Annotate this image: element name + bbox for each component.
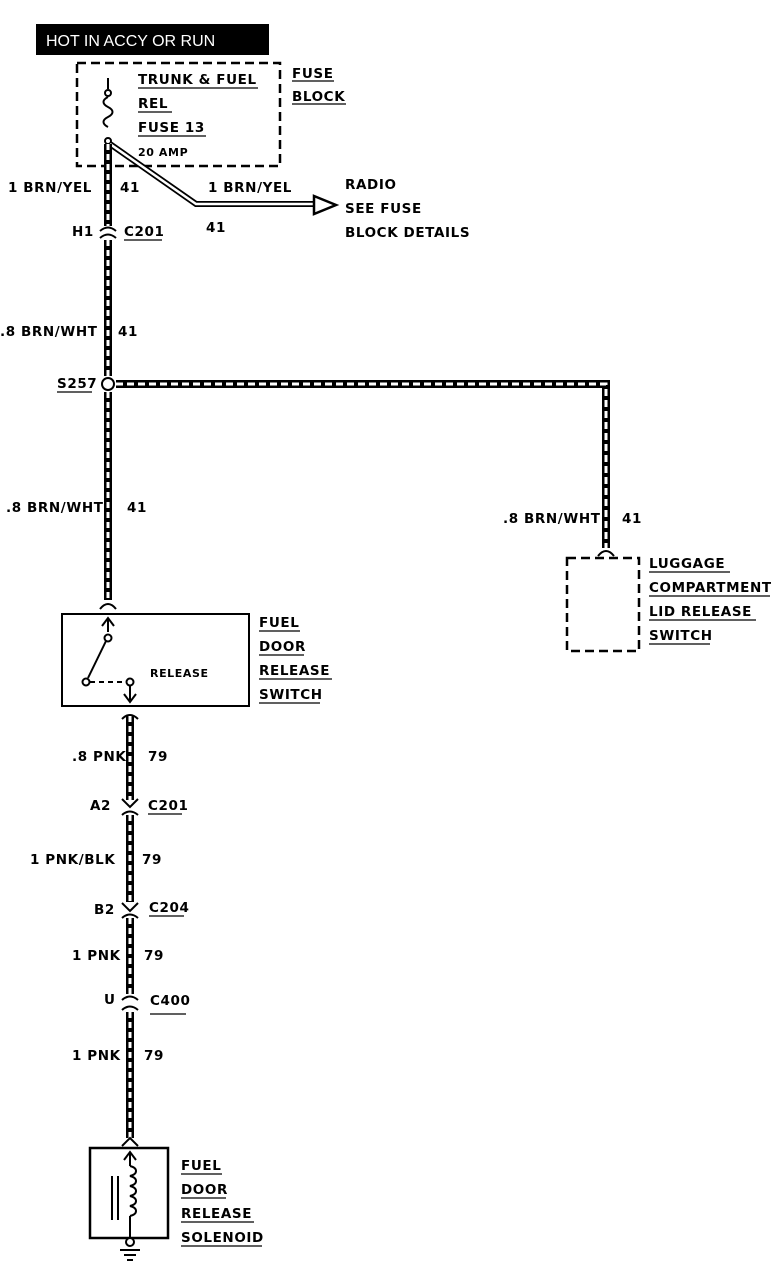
luggage-switch-outline [565, 556, 641, 653]
splice-label: S257 [57, 376, 97, 392]
circuit-number-top: 41 [120, 180, 140, 196]
fuse-block-label-line-2: BLOCK [292, 89, 345, 105]
connector-pin-a2: A2 [90, 798, 111, 814]
solenoid-coil-symbol [111, 1150, 137, 1240]
fuse-block-label-line-1: FUSE [292, 66, 334, 82]
connector-name-c400: C400 [150, 993, 191, 1009]
fuse-name-line-3: FUSE 13 [138, 120, 205, 136]
connector-pin-u: U [104, 992, 116, 1008]
header-background [36, 24, 269, 55]
splice-s257 [101, 377, 115, 391]
connector-name-c204: C204 [149, 900, 190, 916]
fuse-symbol [102, 78, 114, 145]
switch-component-line-3: RELEASE [259, 663, 330, 679]
fuse-amperage: 20 AMP [138, 146, 188, 159]
fuse-name-line-1: TRUNK & FUEL [138, 72, 257, 88]
wire-label-pnk-1: .8 PNK [72, 749, 126, 765]
luggage-circuit-number: 41 [622, 511, 642, 527]
radio-circuit-number: 41 [206, 220, 226, 236]
connector-pin-b2: B2 [94, 902, 115, 918]
wire-label-1-brn-yel: 1 BRN/YEL [8, 180, 92, 196]
radio-wire-label: 1 BRN/YEL [208, 180, 292, 196]
solenoid-component-line-4: SOLENOID [181, 1230, 264, 1246]
header-text: HOT IN ACCY OR RUN [46, 33, 215, 50]
solenoid-component-line-2: DOOR [181, 1182, 228, 1198]
luggage-component-line-3: LID RELEASE [649, 604, 752, 620]
fuel-door-switch-box [61, 613, 250, 707]
luggage-branch-wire [116, 380, 615, 557]
circuit-number-upper: 41 [118, 324, 138, 340]
connector-b2-c204 [121, 902, 139, 919]
connector-name-c201-upper: C201 [124, 224, 165, 240]
luggage-component-line-2: COMPARTMENT [649, 580, 772, 596]
wire-label-brn-wht-upper: .8 BRN/WHT [0, 324, 98, 340]
switch-inner-label: RELEASE [150, 667, 209, 680]
connector-h1-c201 [99, 226, 117, 239]
switch-component-line-4: SWITCH [259, 687, 323, 703]
circuit-number-pnk-blk: 79 [142, 852, 162, 868]
luggage-component-line-4: SWITCH [649, 628, 713, 644]
radio-dest-line-1: RADIO [345, 177, 397, 193]
connector-pin-h1: H1 [72, 224, 94, 240]
circuit-number-pnk-2: 79 [144, 948, 164, 964]
connector-a2-c201 [121, 798, 139, 816]
solenoid-component-line-3: RELEASE [181, 1206, 252, 1222]
wire-label-pnk-blk: 1 PNK/BLK [30, 852, 115, 868]
fuse-name-line-2: REL [138, 96, 168, 112]
circuit-number-pnk-3: 79 [144, 1048, 164, 1064]
solenoid-component-line-1: FUEL [181, 1158, 221, 1174]
ground-symbol [120, 1237, 140, 1261]
circuit-number-lower: 41 [127, 500, 147, 516]
wire-label-pnk-2: 1 PNK [72, 948, 121, 964]
luggage-wire-label: .8 BRN/WHT [503, 511, 601, 527]
connector-u-c400 [121, 995, 139, 1011]
switch-component-line-2: DOOR [259, 639, 306, 655]
fuse-block-outline [75, 61, 282, 168]
luggage-component-line-1: LUGGAGE [649, 556, 725, 572]
connector-name-c201-lower: C201 [148, 798, 189, 814]
circuit-number-pnk-1: 79 [148, 749, 168, 765]
radio-branch-wire [108, 141, 340, 216]
radio-dest-line-3: BLOCK DETAILS [345, 225, 470, 241]
wire-label-pnk-3: 1 PNK [72, 1048, 121, 1064]
switch-symbol [81, 616, 137, 704]
radio-dest-line-2: SEE FUSE [345, 201, 422, 217]
wire-label-brn-wht-lower: .8 BRN/WHT [6, 500, 104, 516]
switch-component-line-1: FUEL [259, 615, 299, 631]
header-badge: HOT IN ACCY OR RUN [36, 24, 269, 55]
